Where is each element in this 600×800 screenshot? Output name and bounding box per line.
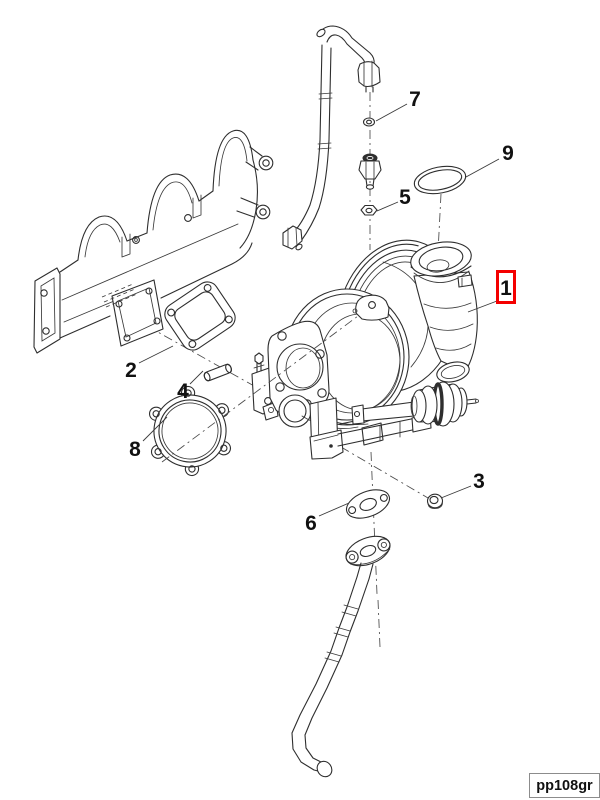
callout-5[interactable]: 5 (376, 186, 411, 212)
oil-drain-tube (291, 535, 391, 778)
drawing-code-label: pp108gr (529, 773, 600, 798)
drawing-code-text: pp108gr (536, 777, 593, 794)
gasket-2 (164, 281, 236, 351)
oil-inlet-boss (352, 294, 390, 321)
svg-text:1: 1 (500, 277, 512, 300)
callout-7[interactable]: 7 (375, 88, 421, 122)
o-ring-9 (413, 165, 467, 195)
highlight-box (496, 270, 516, 304)
svg-text:2: 2 (125, 359, 137, 382)
turbocharger (251, 239, 479, 460)
svg-text:7: 7 (409, 88, 421, 111)
svg-text:9: 9 (502, 142, 514, 165)
callout-8[interactable]: 8 (129, 416, 168, 461)
bearing-housing-disc (284, 288, 410, 426)
callout-9[interactable]: 9 (465, 142, 514, 178)
gasket-6 (345, 489, 391, 519)
pipe-end-fitting (282, 225, 303, 251)
gasket-8 (148, 385, 232, 477)
svg-text:6: 6 (305, 512, 317, 535)
svg-text:5: 5 (399, 186, 411, 209)
callout-1-selected[interactable]: 1 (467, 270, 516, 313)
exhaust-manifold (33, 129, 274, 354)
callout-4[interactable]: 4 (177, 370, 204, 403)
assembly-axis-line (161, 315, 359, 463)
svg-text:4: 4 (177, 380, 189, 403)
wastegate-actuator (351, 381, 479, 427)
banjo-fitting (358, 153, 382, 190)
callout-6[interactable]: 6 (305, 502, 350, 535)
callout-3[interactable]: 3 (440, 470, 485, 499)
svg-text:8: 8 (129, 438, 141, 461)
swivel-nut (357, 60, 381, 93)
washer-5 (360, 204, 378, 216)
stud-4 (203, 363, 233, 382)
washer-7 (362, 117, 376, 127)
callout-2[interactable]: 2 (125, 345, 174, 382)
air-inlet-flange (410, 241, 473, 288)
oil-supply-line (282, 25, 381, 251)
outlet-elbow (413, 271, 478, 383)
svg-text:3: 3 (473, 470, 485, 493)
nut-3 (426, 493, 444, 509)
